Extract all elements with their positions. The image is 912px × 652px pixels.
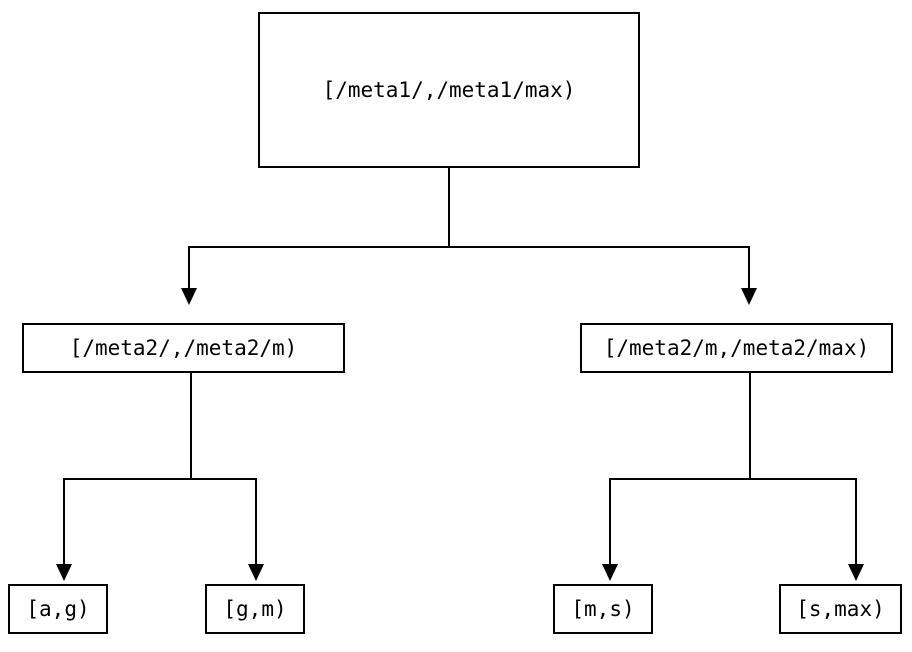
edge-mid-left-stem: [190, 373, 192, 480]
node-leaf-1[interactable]: [a,g): [8, 584, 108, 634]
node-leaf-1-label: [a,g): [26, 596, 90, 621]
edge-root-crossbar: [188, 246, 750, 248]
edge-mid-right-to-leaf-4: [855, 478, 857, 565]
edge-root-to-mid-right: [748, 246, 750, 289]
node-leaf-4[interactable]: [s,max): [779, 584, 902, 634]
edge-mid-left-to-leaf-2: [255, 478, 257, 565]
arrowhead-mid-right-to-leaf-3-icon: [602, 564, 618, 581]
arrowhead-root-to-mid-right-icon: [741, 288, 757, 305]
arrowhead-mid-left-to-leaf-1-icon: [56, 564, 72, 581]
node-leaf-3[interactable]: [m,s): [553, 584, 653, 634]
node-root[interactable]: [/meta1/,/meta1/max): [258, 12, 640, 168]
node-mid-right-label: [/meta2/m,/meta2/max): [603, 335, 870, 360]
edge-mid-left-crossbar: [63, 478, 257, 480]
node-leaf-4-label: [s,max): [796, 596, 885, 621]
edge-root-to-mid-left: [188, 246, 190, 289]
node-leaf-2-label: [g,m): [223, 596, 287, 621]
node-leaf-2[interactable]: [g,m): [205, 584, 305, 634]
edge-mid-right-to-leaf-3: [609, 478, 611, 565]
node-mid-left-label: [/meta2/,/meta2/m): [69, 335, 298, 360]
node-leaf-3-label: [m,s): [571, 596, 635, 621]
edge-root-stem: [448, 168, 450, 248]
node-mid-left[interactable]: [/meta2/,/meta2/m): [22, 323, 345, 373]
edge-mid-right-stem: [749, 373, 751, 480]
node-mid-right[interactable]: [/meta2/m,/meta2/max): [580, 323, 893, 373]
arrowhead-mid-right-to-leaf-4-icon: [848, 564, 864, 581]
edge-mid-right-crossbar: [609, 478, 857, 480]
node-root-label: [/meta1/,/meta1/max): [322, 77, 576, 102]
arrowhead-root-to-mid-left-icon: [181, 288, 197, 305]
arrowhead-mid-left-to-leaf-2-icon: [248, 564, 264, 581]
edge-mid-left-to-leaf-1: [63, 478, 65, 565]
